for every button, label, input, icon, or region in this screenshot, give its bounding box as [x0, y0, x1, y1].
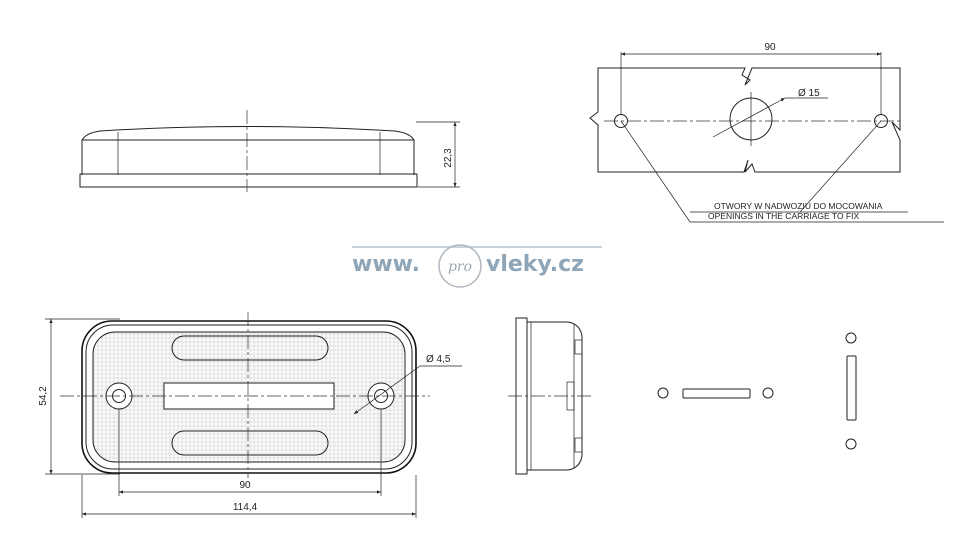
note-english: OPENINGS IN THE CARRIAGE TO FIX — [708, 211, 859, 221]
side-profile-view: 22,3 — [79, 110, 460, 192]
front-view: 54,2 Ø 4,5 90 114,4 — [38, 312, 462, 518]
side-height-label: 22,3 — [443, 148, 454, 168]
watermark-prefix: www. — [352, 252, 420, 277]
watermark-suffix: vleky.cz — [486, 252, 584, 277]
hole-diameter-label: Ø 4,5 — [426, 354, 451, 365]
overall-width-label: 114,4 — [233, 502, 258, 513]
side-section-view — [508, 317, 592, 475]
note-polish: OTWORY W NADWOZIU DO MOCOWANIA — [714, 201, 883, 211]
body-height-label: 54,2 — [38, 386, 49, 406]
mount-spacing-label: 90 — [764, 42, 776, 53]
hole-spacing-label: 90 — [239, 480, 251, 491]
mount-hole-diameter-label: Ø 15 — [798, 88, 820, 99]
watermark-badge: pro — [448, 259, 472, 275]
watermark-badge-icon — [438, 244, 482, 288]
vertical-hole-pattern — [845, 332, 857, 450]
mounting-template-view: 90 Ø 15 OTWORY W NADWOZIU DO MOCOWANIA O… — [589, 42, 944, 223]
watermark: www. pro vleky.cz — [352, 244, 602, 288]
horizontal-hole-pattern — [657, 387, 774, 399]
